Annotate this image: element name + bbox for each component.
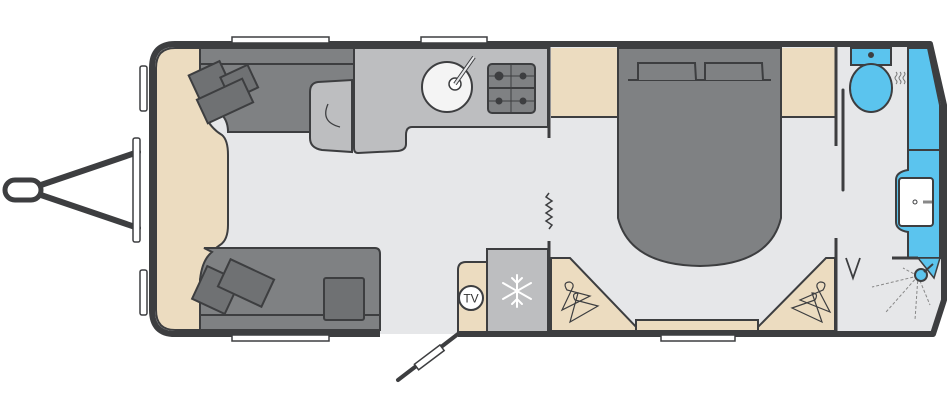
tv-cabinet: TV <box>457 261 488 333</box>
window <box>660 334 736 342</box>
kitchen-counter <box>353 47 549 155</box>
tv-icon <box>458 285 484 311</box>
wardrobes-bottom <box>550 257 836 332</box>
swivel-stool <box>309 78 353 154</box>
sink-icon <box>421 55 476 113</box>
toilet-icon <box>849 47 893 113</box>
front-shelf <box>155 47 229 331</box>
fridge <box>486 248 549 333</box>
washroom <box>834 46 942 332</box>
hob-icon <box>487 63 536 114</box>
partition-wall <box>544 46 554 332</box>
double-bed <box>617 47 782 268</box>
heater-icon <box>894 71 906 85</box>
cushion-icon <box>187 59 260 125</box>
vent-icon <box>845 257 861 281</box>
pillow-icon <box>704 62 764 81</box>
swivel-arrow-icon <box>325 103 341 128</box>
shower-icon <box>871 263 934 321</box>
tv-label: TV <box>463 292 478 306</box>
snowflake-icon <box>502 274 532 308</box>
entrance-door[interactable] <box>396 332 460 382</box>
washbasin-icon <box>898 177 934 227</box>
window <box>132 137 141 243</box>
bedside-cabinet-right <box>782 48 835 117</box>
window <box>139 65 148 112</box>
window <box>420 36 488 44</box>
hanger-icon <box>560 281 832 324</box>
window <box>231 334 330 342</box>
cushion-icon <box>190 257 365 321</box>
pillow-icon <box>637 62 697 81</box>
bedside-cabinet-left <box>551 48 617 117</box>
towbar-hitch-icon <box>2 149 141 231</box>
curtain-icon <box>544 192 554 230</box>
window <box>231 36 330 44</box>
windows <box>132 36 736 342</box>
window <box>139 269 148 316</box>
outer-wall <box>149 41 947 337</box>
sofa-bottom <box>190 247 381 331</box>
